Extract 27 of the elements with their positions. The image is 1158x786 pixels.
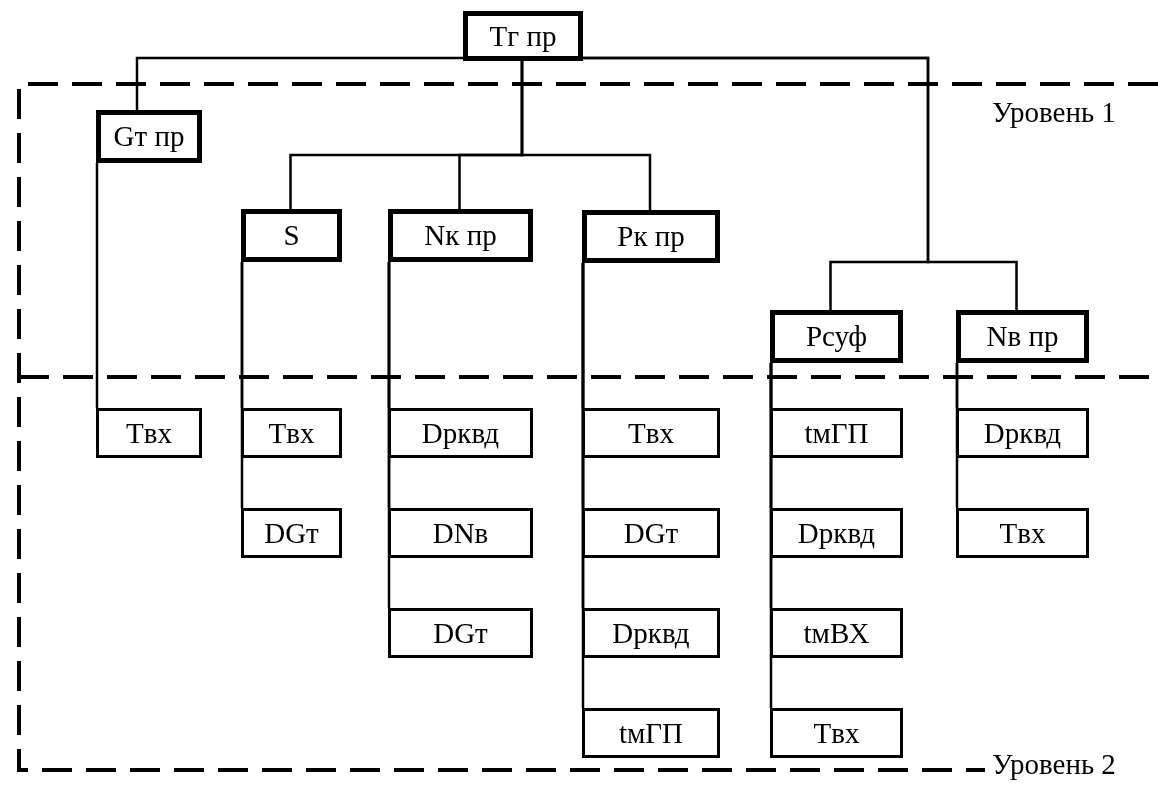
parameter-box: DGт <box>582 508 720 558</box>
parameter-box: tмВХ <box>770 608 903 658</box>
parameter-box: Tвх <box>582 408 720 458</box>
parameter-box: Pсуф <box>770 310 903 363</box>
parameter-box: Tг пр <box>463 11 583 61</box>
connector-line <box>520 61 652 210</box>
connector-line <box>583 56 1018 310</box>
parameter-box: Nк пр <box>388 209 533 262</box>
parameter-box: DNв <box>388 508 533 558</box>
parameter-box: tмГП <box>582 708 720 758</box>
parameter-box: tмГП <box>770 408 903 458</box>
parameter-box: Nв пр <box>956 310 1089 363</box>
parameter-box: DGт <box>388 608 533 658</box>
connector-line <box>135 56 463 110</box>
parameter-box: Tвх <box>956 508 1089 558</box>
parameter-box: S <box>241 209 342 262</box>
parameter-box: Tвх <box>770 708 903 758</box>
connector-line <box>95 163 99 408</box>
parameter-box: Dрквд <box>956 408 1089 458</box>
parameter-box: Dрквд <box>582 608 720 658</box>
parameter-box: Tвх <box>96 408 202 458</box>
parameter-box: DGт <box>241 508 342 558</box>
parameter-box: Dрквд <box>770 508 903 558</box>
parameter-box: Pк пр <box>582 210 720 263</box>
parameter-box: Dрквд <box>388 408 533 458</box>
parameter-box: Tвх <box>241 408 342 458</box>
parameter-box: Gт пр <box>96 110 202 163</box>
